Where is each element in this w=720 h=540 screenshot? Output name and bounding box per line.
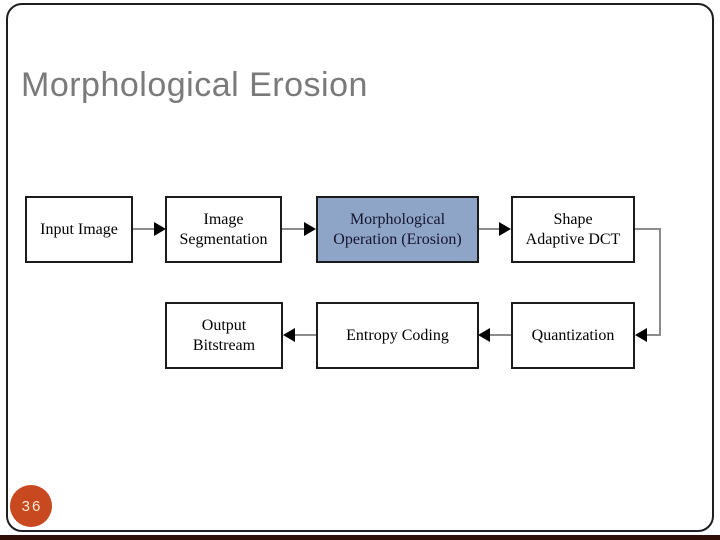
arrow-left-icon	[635, 328, 647, 342]
slide-title: Morphological Erosion	[21, 66, 368, 104]
bottom-accent-bar	[0, 535, 720, 540]
connector-line	[293, 334, 316, 336]
connector-line	[635, 228, 661, 230]
flow-box-output-bitstream: Output Bitstream	[165, 302, 283, 369]
flow-box-label: Shape	[553, 210, 593, 228]
arrow-right-icon	[154, 222, 166, 236]
flow-box-label: Output	[201, 316, 247, 334]
connector-line	[282, 228, 307, 230]
arrow-left-icon	[283, 328, 295, 342]
flow-box-entropy-coding: Entropy Coding	[316, 302, 479, 369]
arrow-right-icon	[499, 222, 511, 236]
flow-box-label: Image	[203, 210, 244, 228]
connector-line	[488, 334, 511, 336]
flow-box-quantization: Quantization	[511, 302, 635, 369]
flow-box-label: Morphological	[349, 210, 446, 228]
connector-line	[133, 228, 157, 230]
flow-box-morphological-operation: Morphological Operation (Erosion)	[316, 196, 479, 263]
flow-box-label: Input Image	[40, 220, 118, 238]
flow-box-input-image: Input Image	[25, 196, 133, 263]
flow-box-label: Bitstream	[192, 336, 256, 354]
arrow-right-icon	[304, 222, 316, 236]
flow-box-label: Quantization	[531, 326, 615, 344]
page-number-badge: 36	[10, 485, 52, 527]
connector-line	[659, 228, 661, 336]
connector-line	[479, 228, 503, 230]
page-number: 36	[21, 497, 43, 515]
arrow-left-icon	[478, 328, 490, 342]
flow-box-label: Adaptive DCT	[525, 230, 621, 248]
flow-box-label: Operation (Erosion)	[333, 230, 462, 248]
slide-frame	[6, 3, 714, 532]
flow-box-shape-adaptive-dct: Shape Adaptive DCT	[511, 196, 635, 263]
flow-box-label: Entropy Coding	[346, 326, 449, 344]
flow-box-label: Segmentation	[179, 230, 268, 248]
connector-line	[645, 334, 661, 336]
flow-box-image-segmentation: Image Segmentation	[165, 196, 282, 263]
